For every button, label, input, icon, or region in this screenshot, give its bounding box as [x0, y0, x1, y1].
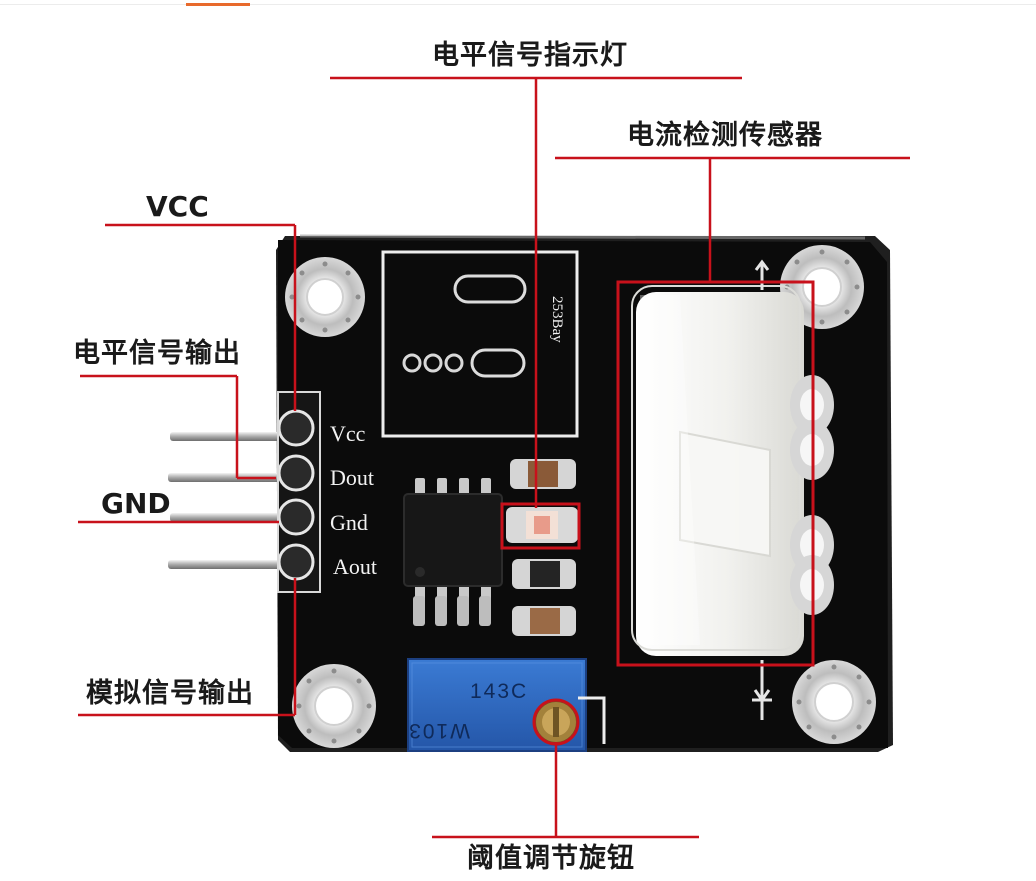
label-vcc: VCC — [146, 190, 209, 223]
label-threshold-knob: 阈值调节旋钮 — [467, 843, 635, 874]
pin-label-aout: Aout — [333, 554, 377, 579]
current-sensor-module — [631, 285, 804, 656]
solder-pads — [413, 596, 491, 626]
highlight-boxes — [500, 280, 815, 746]
label-gnd: GND — [101, 487, 171, 520]
current-direction-arrows — [752, 259, 772, 720]
pcb-edge-highlight — [299, 234, 866, 240]
label-analog-output: 模拟信号输出 — [86, 678, 254, 709]
mounting-hole — [285, 257, 365, 337]
label-current-sensor: 电流检测传感器 — [627, 120, 823, 151]
label-led-indicator: 电平信号指示灯 — [432, 40, 628, 71]
pot-code-top: 143C — [470, 680, 528, 703]
pin-label-vcc: Vcc — [330, 421, 366, 446]
module-code-label: 253Bay — [549, 296, 565, 343]
header-pins — [168, 391, 321, 593]
smd-capacitor — [512, 606, 576, 636]
mounting-hole — [292, 664, 376, 748]
pot-silkscreen — [578, 696, 606, 744]
ic-chip — [403, 478, 503, 606]
pot-code-bottom: W103 — [407, 719, 470, 742]
potentiometer — [407, 658, 587, 752]
top-accent-bar — [186, 3, 250, 6]
smd-resistor — [512, 559, 576, 589]
pin-label-gnd: Gnd — [330, 510, 368, 535]
pin-label-dout: Dout — [330, 465, 374, 490]
callout-lines — [78, 76, 910, 839]
top-divider — [0, 4, 1036, 5]
mounting-hole — [792, 660, 876, 744]
smd-resistor — [510, 459, 576, 489]
silkscreen-footprint — [381, 250, 579, 438]
status-led — [506, 507, 578, 543]
label-digital-output: 电平信号输出 — [73, 338, 241, 369]
